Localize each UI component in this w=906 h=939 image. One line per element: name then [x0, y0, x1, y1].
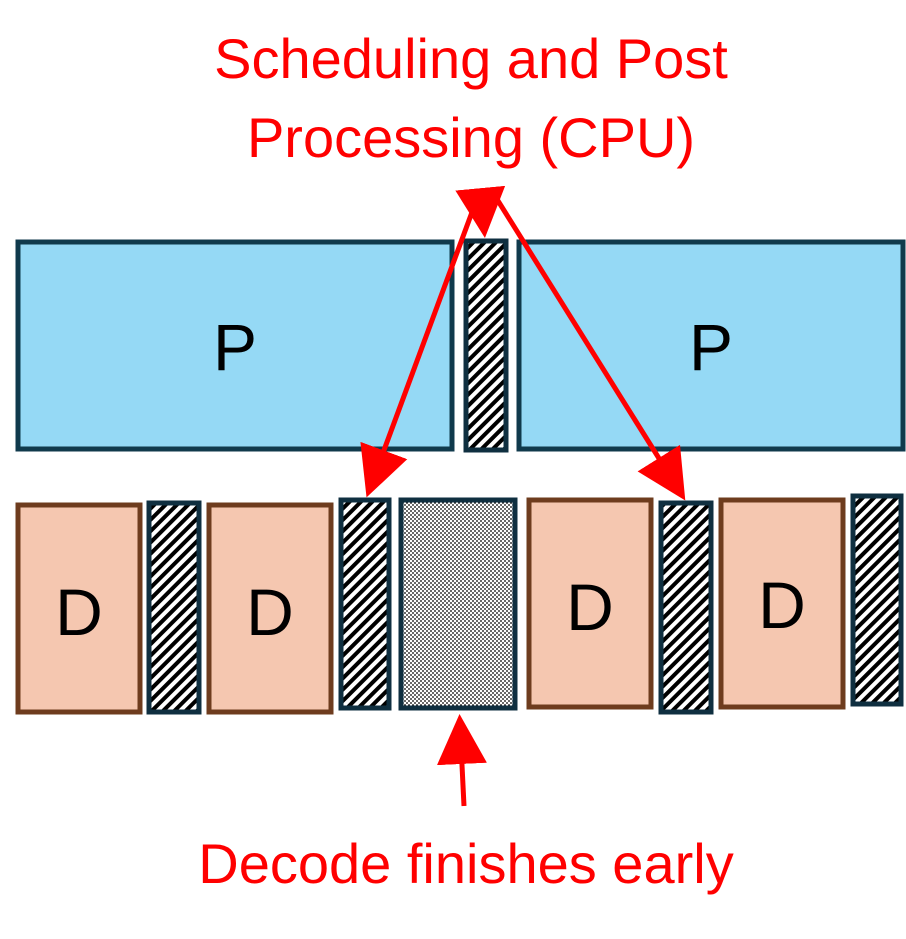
decode-block: D — [206, 502, 334, 715]
decode-row: D D D D — [15, 493, 904, 715]
bottom-annotation: Decode finishes early — [198, 832, 733, 895]
decode-block-label: D — [758, 568, 806, 642]
arrow-to-idle-gap — [436, 714, 487, 807]
prefill-block-label: P — [213, 310, 257, 384]
decode-block: D — [718, 497, 846, 710]
arrow-to-decode-cpu-right — [492, 194, 686, 501]
decode-block: D — [526, 497, 654, 710]
decode-block-label: D — [246, 575, 294, 649]
prefill-block-label: P — [689, 310, 733, 384]
cpu-block — [850, 493, 904, 707]
decode-block: D — [15, 502, 143, 715]
top-annotation-line-1: Scheduling and Post — [214, 27, 728, 90]
cpu-block — [463, 238, 509, 453]
cpu-block — [658, 500, 714, 715]
arrow-to-prefill-cpu — [455, 185, 506, 238]
prefill-block: P — [516, 239, 906, 452]
arrow-to-decode-cpu-left — [360, 195, 481, 498]
top-annotation-line-2: Processing (CPU) — [247, 106, 695, 169]
annotation-arrows — [360, 185, 686, 807]
decode-block-label: D — [566, 570, 614, 644]
decode-block-label: D — [55, 575, 103, 649]
prefill-row: P P — [15, 238, 906, 453]
cpu-block — [146, 500, 202, 715]
cpu-block — [338, 497, 392, 711]
prefill-block: P — [15, 239, 455, 452]
idle-gap-block — [398, 497, 518, 711]
